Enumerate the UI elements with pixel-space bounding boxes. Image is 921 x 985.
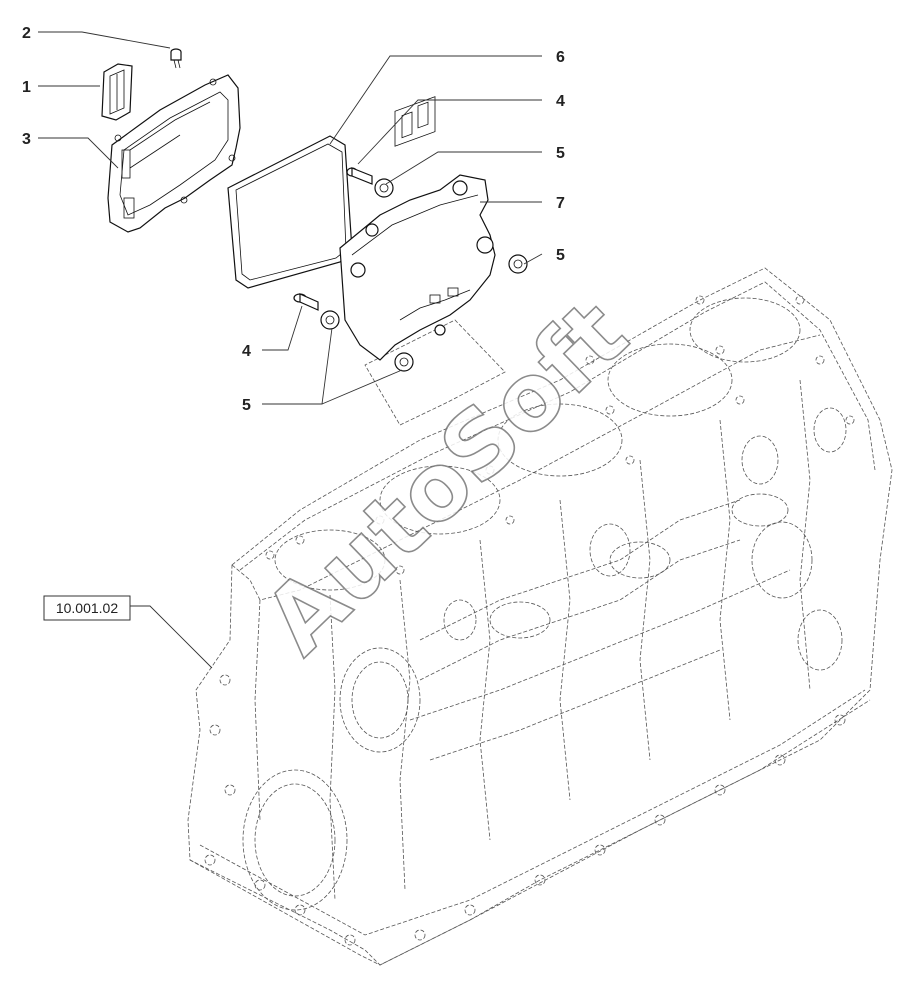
leader-lines [38, 31, 543, 669]
grommet-part-5-c [320, 310, 340, 330]
gasket [227, 135, 353, 289]
callout-5-right: 5 [556, 247, 565, 264]
grommet-part-5-b [508, 254, 528, 274]
callout-3: 3 [22, 131, 31, 148]
callout-4-lower: 4 [242, 343, 251, 360]
reference-label: 10.001.02 [56, 600, 118, 616]
bolt-part-4-upper [346, 167, 373, 185]
callout-5-lower: 5 [242, 397, 251, 414]
callout-2: 2 [22, 25, 31, 42]
reference-box: 10.001.02 [43, 595, 131, 621]
callout-7: 7 [556, 195, 565, 212]
grommet-part-5-d [394, 352, 414, 372]
mounting-projection [364, 319, 506, 426]
callout-5-upper: 5 [556, 145, 565, 162]
callout-6: 6 [556, 49, 565, 66]
callout-1: 1 [22, 79, 31, 96]
connector-cap [101, 63, 133, 121]
engine-block [187, 267, 893, 966]
grommet-part-5-a [374, 178, 394, 198]
screw-part-2 [170, 48, 182, 69]
engine-control-module [339, 96, 496, 361]
callout-4-upper: 4 [556, 93, 565, 110]
electronic-module-cover [107, 74, 241, 233]
bolt-part-4-lower [293, 293, 319, 311]
